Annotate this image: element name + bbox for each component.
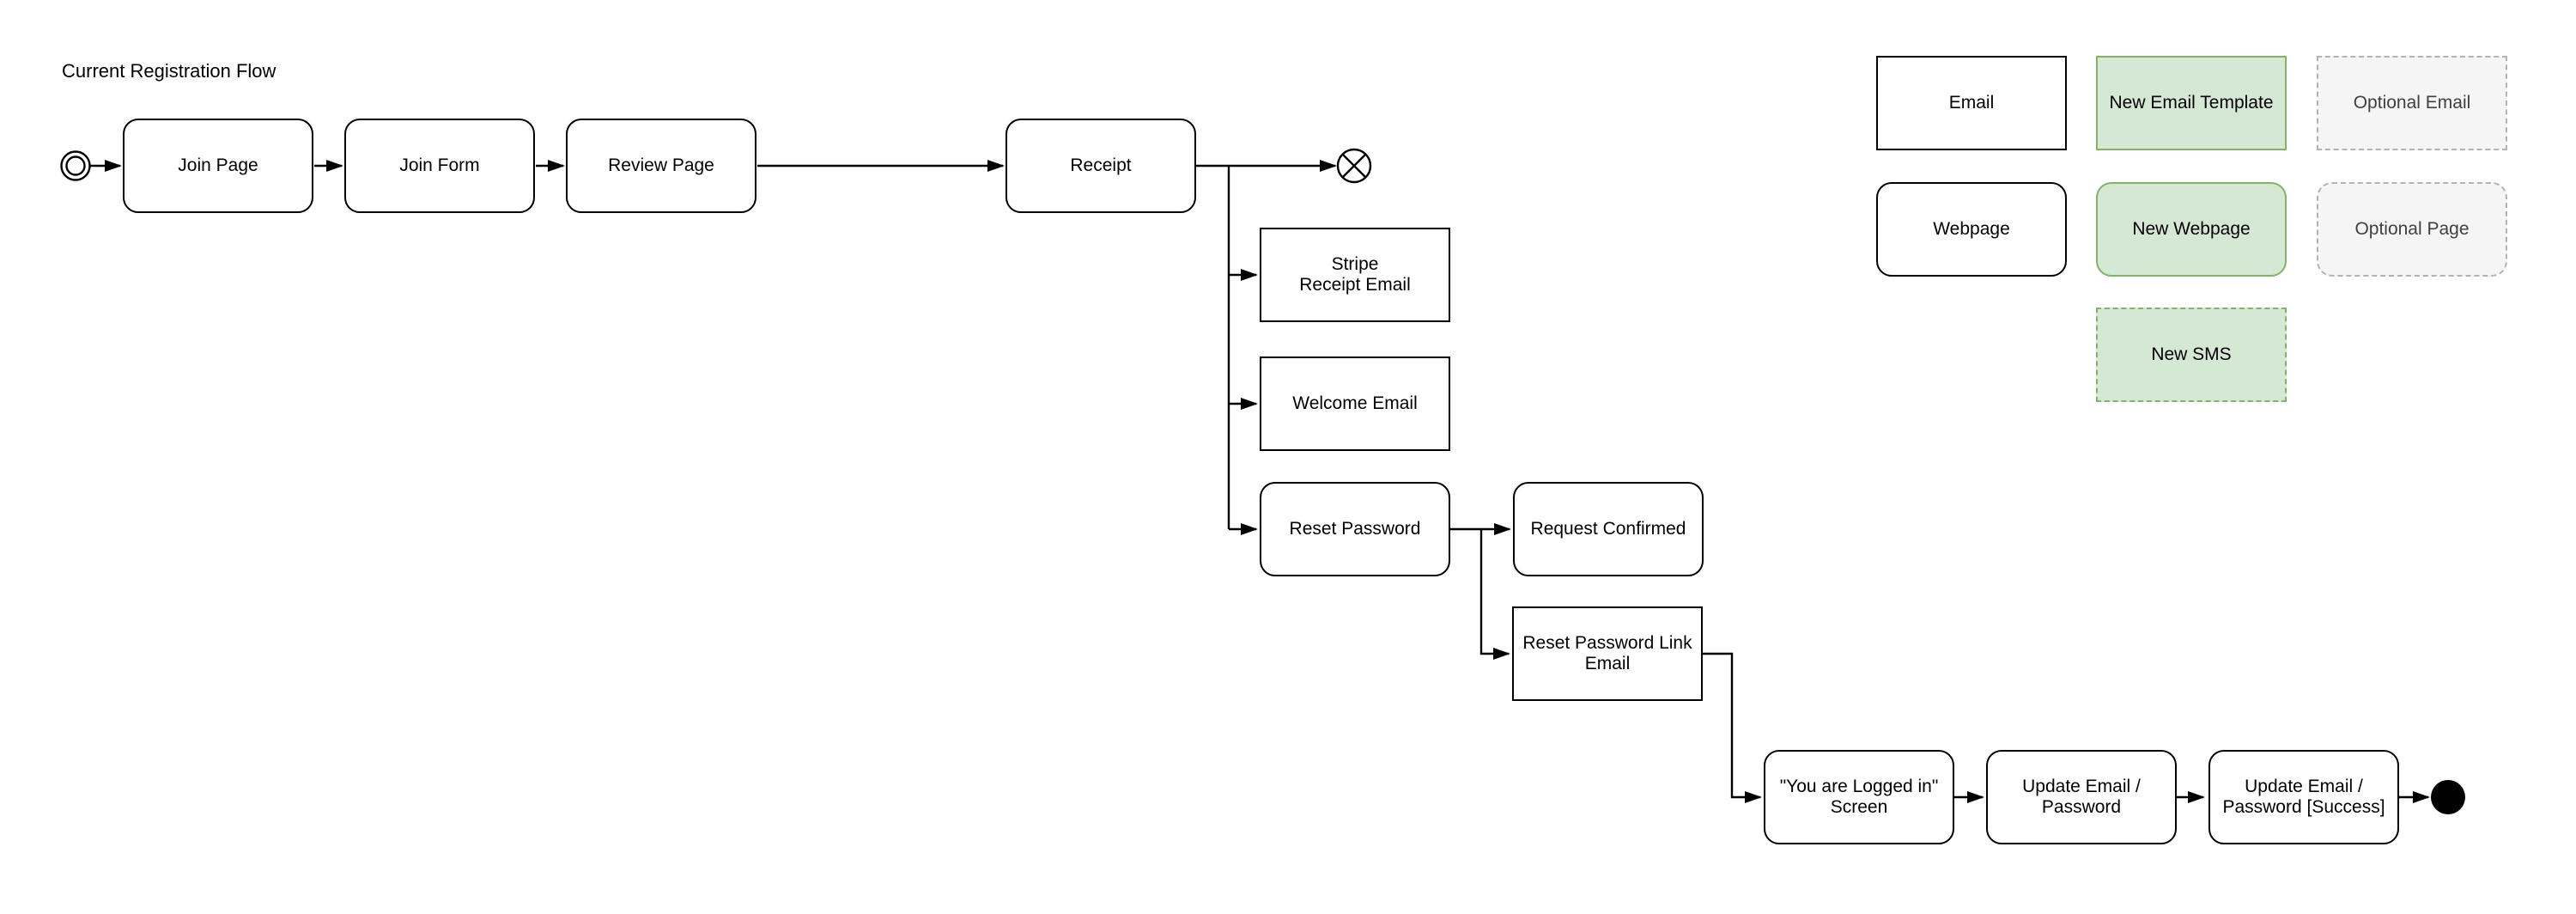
legend-new-webpage: New Webpage: [2096, 182, 2287, 277]
cancel-end-event-icon: [1336, 148, 1372, 184]
legend-new-email-template: New Email Template: [2096, 56, 2287, 150]
node-join-page: Join Page: [123, 119, 313, 213]
edge-reset-password-to-reset-password-link-email: [1479, 529, 1510, 660]
node-stripe-receipt-email: Stripe Receipt Email: [1260, 228, 1450, 322]
start-event-icon: [60, 150, 91, 181]
legend-optional-email: Optional Email: [2317, 56, 2507, 150]
legend-email: Email: [1876, 56, 2067, 150]
node-receipt: Receipt: [1005, 119, 1196, 213]
node-reset-password: Reset Password: [1260, 482, 1450, 576]
node-update-email-password: Update Email / Password: [1986, 750, 2177, 844]
legend-optional-page: Optional Page: [2317, 182, 2507, 277]
node-review-page: Review Page: [566, 119, 756, 213]
node-reset-password-link-email: Reset Password Link Email: [1512, 606, 1703, 701]
node-join-form: Join Form: [344, 119, 535, 213]
legend-new-sms: New SMS: [2096, 308, 2287, 402]
node-welcome-email: Welcome Email: [1260, 356, 1450, 451]
node-you-are-logged-in-screen: "You are Logged in" Screen: [1764, 750, 1954, 844]
node-request-confirmed: Request Confirmed: [1513, 482, 1704, 576]
diagram-title: Current Registration Flow: [62, 60, 276, 82]
end-event-icon: [2431, 780, 2465, 814]
node-update-email-password-success: Update Email / Password [Success]: [2208, 750, 2399, 844]
edge-reset-password-link-email-to-logged-in-screen: [1702, 652, 1762, 803]
legend-webpage: Webpage: [1876, 182, 2067, 277]
